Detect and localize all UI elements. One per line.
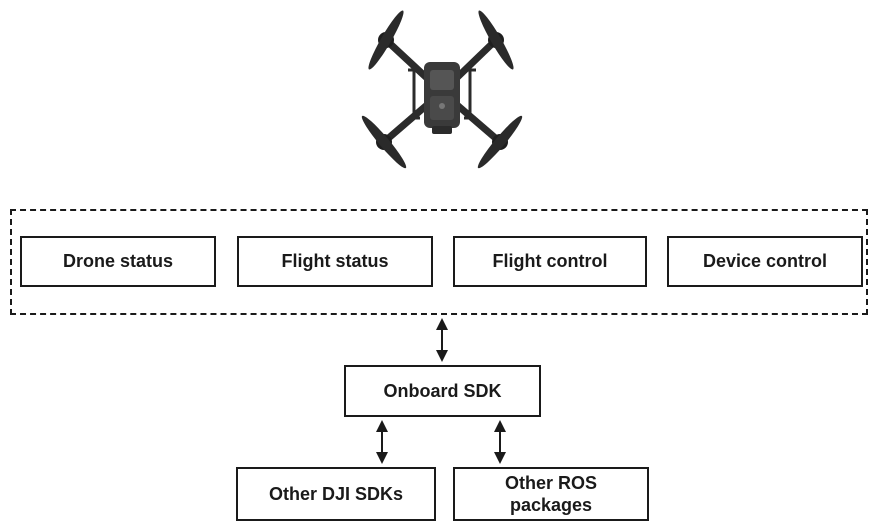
- quadcopter-drone-icon: [361, 10, 523, 169]
- modules-dashed-group: [10, 209, 868, 315]
- flight-control-box: Flight control: [453, 236, 647, 287]
- drone-status-box: Drone status: [20, 236, 216, 287]
- other-ros-packages-line2: packages: [509, 495, 593, 515]
- other-dji-sdks-box: Other DJI SDKs: [236, 467, 436, 521]
- device-control-box: Device control: [667, 236, 863, 287]
- onboard-sdk-box: Onboard SDK: [344, 365, 541, 417]
- other-ros-packages-line1: Other ROS: [504, 472, 597, 493]
- other-ros-packages-box: Other ROS packages: [453, 467, 649, 521]
- flight-status-box: Flight status: [237, 236, 433, 287]
